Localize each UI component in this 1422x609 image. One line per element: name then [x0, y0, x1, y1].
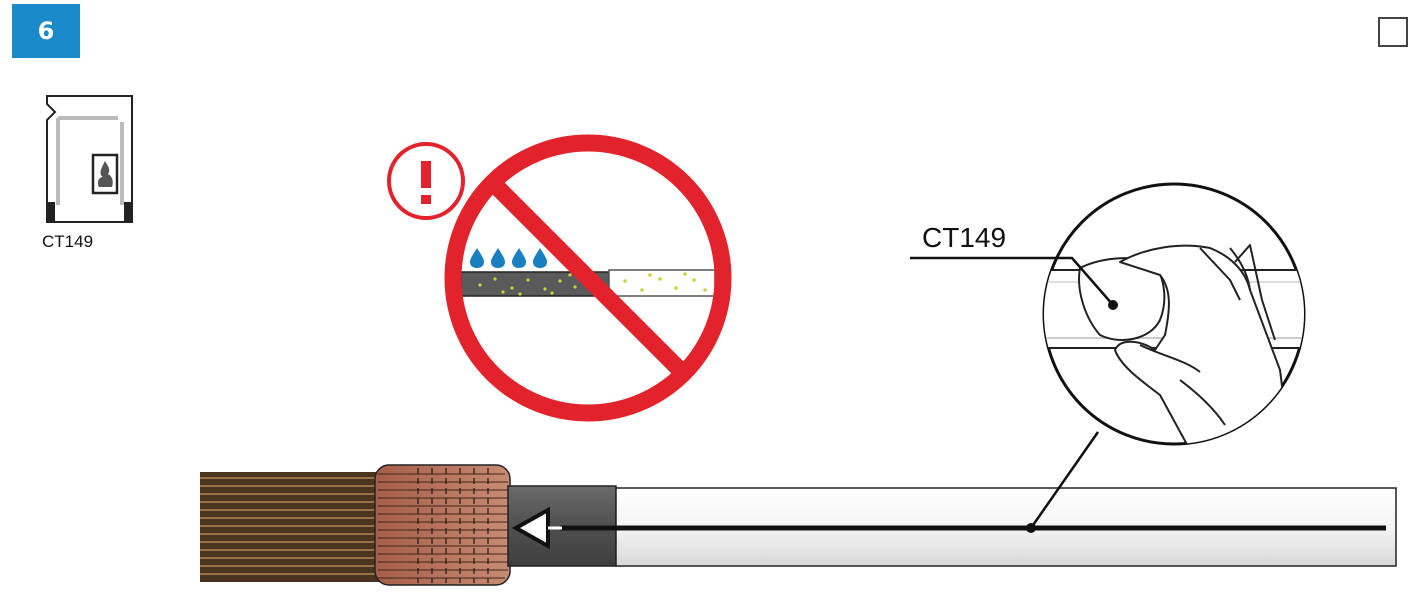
step-number: 6: [37, 17, 55, 45]
exclamation-warning-icon: [387, 142, 465, 220]
cable-assembly: [200, 431, 1397, 586]
water-drops-icon: [470, 248, 547, 268]
kit-item-label: CT149: [42, 232, 94, 251]
copper-screen: [374, 464, 511, 586]
no-wet-cleaning-icon: [444, 134, 732, 422]
wipe-direction-arrow: [511, 506, 1386, 550]
solvent-wipe-packet-icon: [46, 95, 133, 223]
hand-with-wipe-icon: [1078, 244, 1291, 444]
step-number-badge: 6: [12, 4, 80, 58]
callout-label: CT149: [922, 222, 1007, 253]
step-complete-checkbox[interactable]: [1378, 17, 1408, 47]
flammable-icon: [98, 161, 113, 187]
detail-magnifier: [910, 182, 1306, 446]
conductor-strands: [200, 472, 400, 582]
